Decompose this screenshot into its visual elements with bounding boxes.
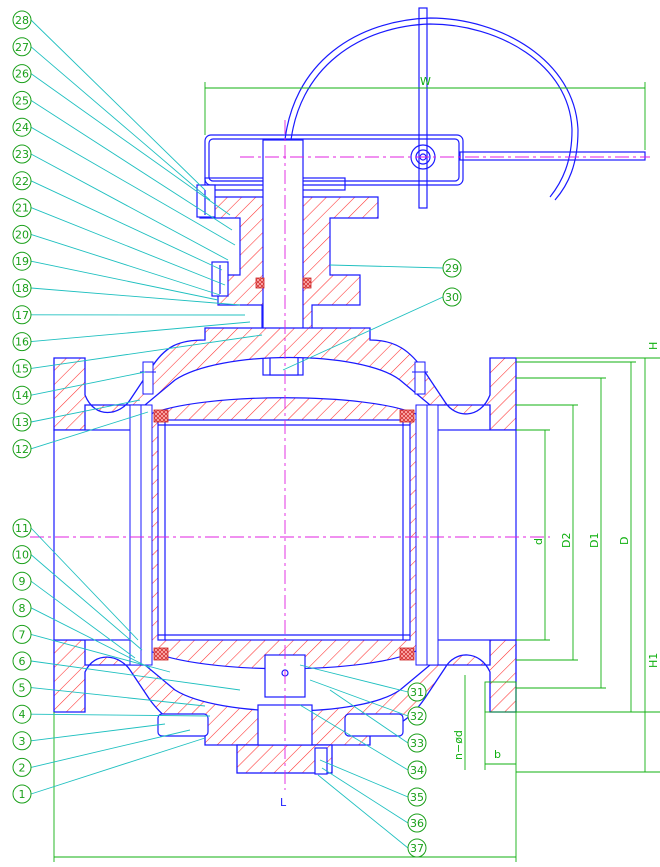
balloon-label-left-23: 5 [19,682,26,695]
balloon-label-left-2: 26 [15,68,29,81]
balloon-label-left-11: 17 [15,309,29,322]
balloon-label-left-6: 22 [15,175,29,188]
leader-left-8 [31,234,220,295]
balloon-label-right-7: 36 [410,817,424,830]
balloon-label-left-7: 21 [15,202,29,215]
balloon-label-left-4: 24 [15,121,29,134]
dim-D1: D1 [588,533,601,548]
balloon-label-left-14: 14 [15,389,29,402]
leader-left-6 [31,181,222,270]
balloon-label-left-12: 16 [15,336,29,349]
balloon-label-left-17: 11 [15,522,29,535]
leader-left-27 [31,738,205,794]
balloon-label-left-1: 27 [15,41,29,54]
leader-right-0 [330,265,443,268]
dim-H: H [647,342,660,350]
balloon-label-right-4: 33 [410,737,424,750]
balloon-label-right-8: 37 [410,842,424,855]
leader-left-1 [31,47,210,200]
balloon-label-right-3: 32 [410,710,424,723]
dim-D: D [618,537,631,545]
leader-left-7 [31,208,225,285]
balloon-label-left-10: 18 [15,282,29,295]
leader-right-2 [300,665,408,692]
balloon-label-left-26: 2 [19,761,26,774]
balloon-label-left-19: 9 [19,575,26,588]
leader-right-7 [322,768,408,823]
ball [148,398,418,669]
balloon-label-right-0: 29 [445,262,459,275]
dim-b: b [494,748,501,761]
balloon-label-left-8: 20 [15,228,29,241]
dim-H1: H1 [647,653,660,668]
dim-n-phi-d: n−ød [452,730,465,760]
leader-left-25 [31,724,165,741]
balloon-label-right-1: 30 [445,291,459,304]
leader-left-26 [31,730,190,767]
leader-left-0 [31,20,205,190]
balloon-label-left-25: 3 [19,735,26,748]
balloon-label-left-0: 28 [15,14,29,27]
leader-left-10 [31,288,240,305]
leader-left-9 [31,261,218,300]
balloon-label-left-13: 15 [15,362,29,375]
balloon-label-left-21: 7 [19,628,26,641]
balloon-label-left-20: 8 [19,602,26,615]
balloon-label-left-3: 25 [15,94,29,107]
balloon-label-right-6: 35 [410,791,424,804]
balloon-label-left-27: 1 [19,788,26,801]
dim-W: W [420,75,431,88]
dim-d: d [532,538,545,545]
balloon-label-left-15: 13 [15,416,29,429]
balloon-label-left-18: 10 [15,549,29,562]
balloon-label-left-24: 4 [19,708,26,721]
dim-L: L [280,796,287,809]
leader-right-8 [318,775,408,848]
balloon-label-right-5: 34 [410,764,424,777]
balloon-label-right-2: 31 [410,686,424,699]
leader-left-3 [31,100,232,230]
dim-D2: D2 [560,533,573,548]
leader-right-6 [320,760,408,797]
balloon-label-left-5: 23 [15,148,29,161]
balloon-label-left-16: 12 [15,443,29,456]
leader-left-14 [31,372,145,395]
balloon-label-left-22: 6 [19,655,26,668]
balloon-label-left-9: 19 [15,255,29,268]
